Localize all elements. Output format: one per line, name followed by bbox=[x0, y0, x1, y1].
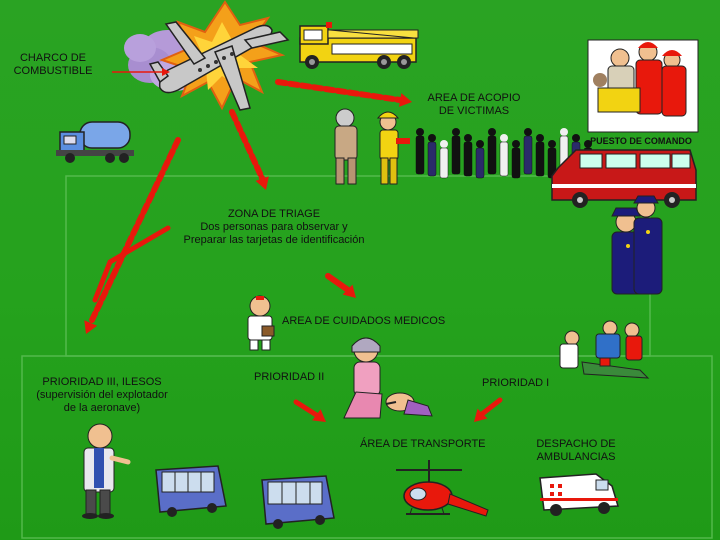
arrow-triage-to-medical bbox=[328, 276, 348, 290]
crashed-plane-icon bbox=[124, 2, 288, 110]
arrow-fire-to-acopio bbox=[278, 82, 400, 100]
command-post-team-icon bbox=[588, 40, 698, 132]
priority-1-label: PRIORIDAD I bbox=[482, 377, 549, 390]
tanker-truck-icon bbox=[56, 122, 134, 163]
paramedics-icon bbox=[560, 321, 648, 378]
ambulance-icon bbox=[540, 474, 618, 516]
triage-zone-label: ZONA DE TRIAGE Dos personas para observa… bbox=[162, 208, 386, 247]
arrow-fire-to-acopio-head bbox=[399, 93, 412, 107]
priority-2-label: PRIORIDAD II bbox=[254, 371, 324, 384]
arrow-priority1-to-transport bbox=[482, 400, 500, 414]
firefighter-icon bbox=[335, 109, 410, 184]
doctor-icon bbox=[248, 296, 274, 350]
medical-care-label: AREA DE CUIDADOS MEDICOS bbox=[282, 315, 445, 328]
bus-icon bbox=[156, 466, 334, 529]
nurse-cpr-icon bbox=[344, 338, 432, 418]
arrow-fire-to-triage bbox=[232, 112, 262, 178]
victim-collection-label: AREA DE ACOPIO DE VICTIMAS bbox=[414, 92, 534, 118]
arrow-priority2-to-transport bbox=[296, 402, 318, 416]
fire-truck-icon bbox=[300, 22, 418, 69]
police-officer-icon bbox=[612, 196, 662, 294]
van-icon bbox=[552, 150, 696, 208]
priority-3-label: PRIORIDAD III, ILESOS (supervisión del e… bbox=[22, 376, 182, 415]
businessman-icon bbox=[82, 424, 128, 519]
ambulance-dispatch-label: DESPACHO DE AMBULANCIAS bbox=[524, 438, 628, 464]
command-post-label: PUESTO DE COMANDO bbox=[586, 135, 696, 148]
helicopter-icon bbox=[396, 460, 488, 516]
fuel-spill-label: CHARCO DE COMBUSTIBLE bbox=[6, 52, 100, 78]
transport-area-label: ÁREA DE TRANSPORTE bbox=[360, 438, 486, 451]
